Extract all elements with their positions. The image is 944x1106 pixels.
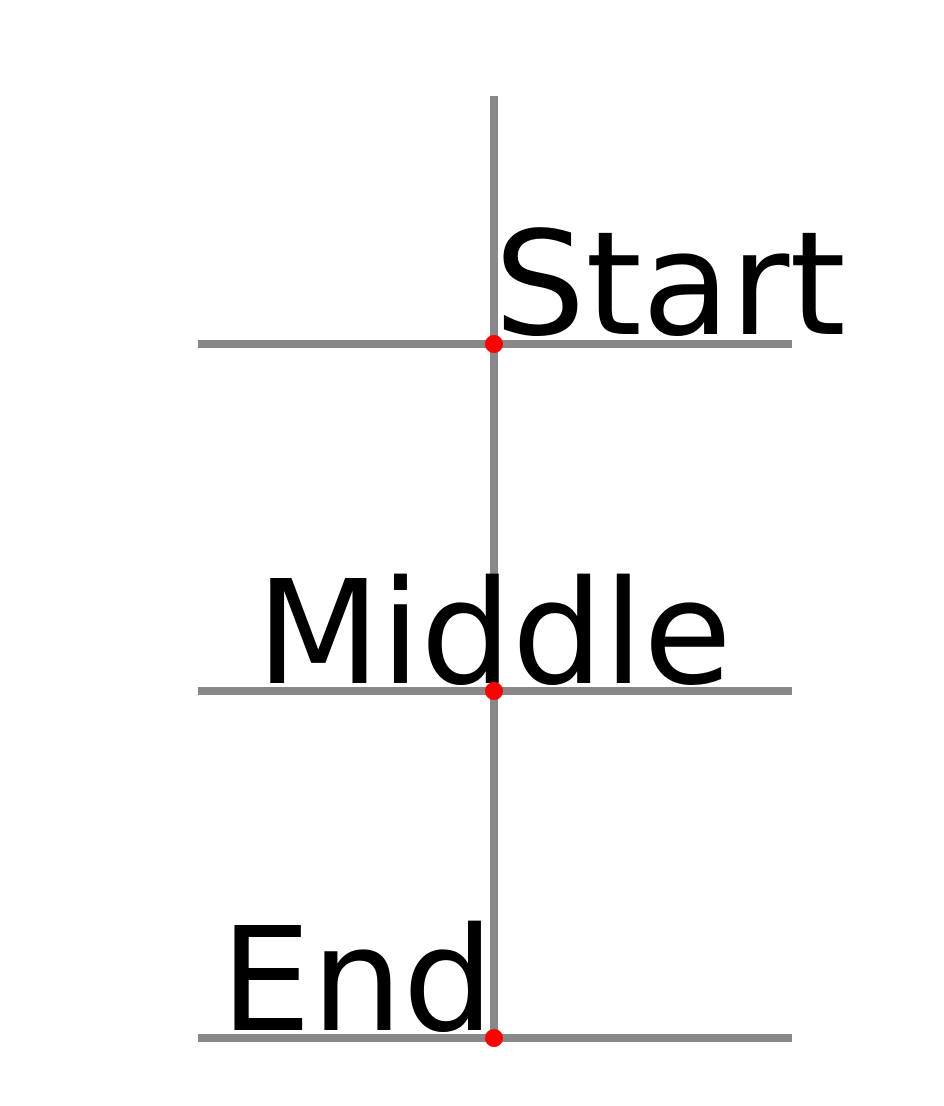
anchor-point-middle [485,682,503,700]
label-start: Start [494,200,846,368]
label-end: End [220,896,494,1064]
anchor-point-end [485,1029,503,1047]
anchor-point-start [485,335,503,353]
